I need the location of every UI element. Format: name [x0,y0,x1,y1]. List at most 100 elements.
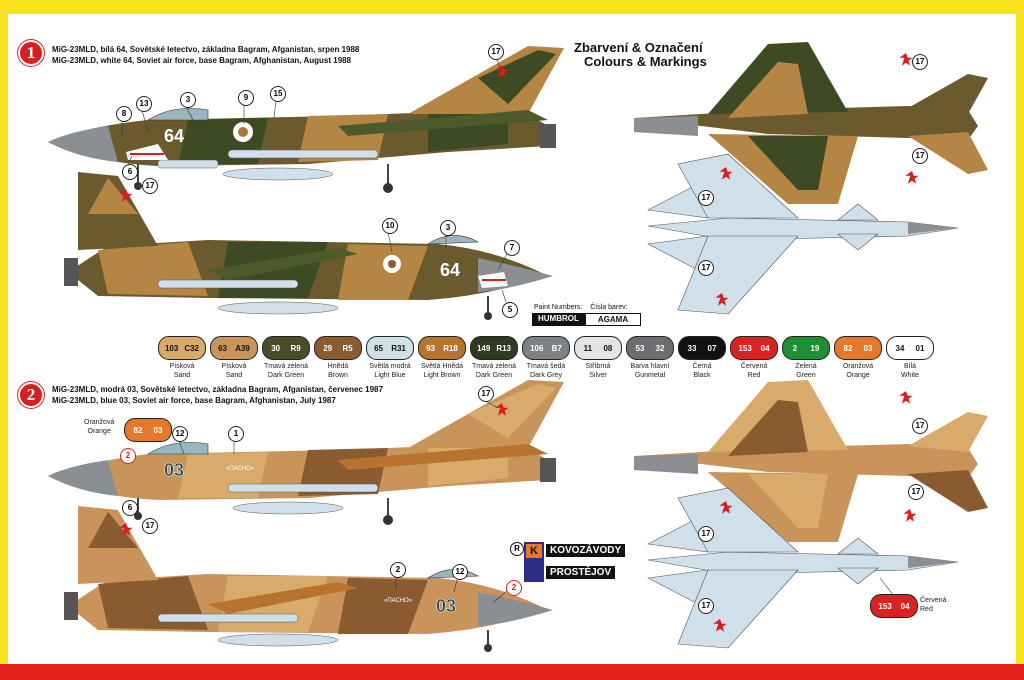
red-mark-en: Red [920,606,933,613]
paint-humbrol-number: 11 [583,343,593,353]
paint-name-cz: Hnědá [327,363,349,370]
paint-agama-number: B7 [551,343,562,353]
paint-agama-number: R13 [496,343,511,353]
paint-agama-number: R18 [443,343,458,353]
orange-chip-humbrol: 82 [133,425,143,435]
callout-6b: 6 [122,500,138,516]
red-chip: 153 04 [870,594,918,618]
red-chip-agama: 04 [900,601,910,611]
paint-name-cz: Písková [221,363,247,370]
paint-agama-number: 03 [863,343,873,353]
paint-numbers-label-cz: Čísla barev: [590,304,628,311]
paint-name-cz: Písková [169,363,195,370]
paint-name-en: Green [796,372,816,379]
paint-agama-number: 01 [915,343,925,353]
paint-name-en: Dark Grey [530,372,562,379]
registered-mark: R [510,542,524,556]
orange-chip-agama: 03 [153,425,163,435]
paint-chip: 93 R18 [418,336,466,360]
orange-mark-cz: Oranžová [84,419,115,426]
paint-name-cz: Oranžová [842,363,874,370]
callout-2-red-b: 2 [506,580,522,596]
scheme1-profile-right: 64 [64,172,553,320]
paint-humbrol-number: 34 [895,343,905,353]
paint-agama-number: 07 [707,343,717,353]
logo-line2: PROSTĚJOV [546,566,616,579]
scheme1-top-view [634,42,988,204]
scheme2-bottom-view [647,487,959,649]
kovozavody-logo: R K KOVOZÁVODY PROSTĚJOV [510,542,634,588]
paint-agama-number: 08 [603,343,613,353]
paint-name-en: Silver [589,372,607,379]
scheme2-badge: 2 [18,382,44,408]
paint-chip: 34 01 [886,336,934,360]
paint-name-cz: Tmavá zelená [264,363,308,370]
scheme1-caption-cz: MiG-23MLD, bílá 64, Sovětské letectvo, z… [52,45,360,54]
colours-heading-cz: Zbarvení & Označení [574,40,703,55]
callout-10: 10 [382,218,398,234]
tail-number-03b: 03 [436,596,456,616]
scheme2-profile-right: 03 «ПАСНО» [64,506,553,652]
paint-humbrol-number: 106 [530,343,544,353]
orange-mark: Oranžová Orange [84,416,114,436]
callout-17l: 17 [698,598,714,614]
paint-name-en: Light Blue [374,372,406,379]
callout-17b: 17 [142,178,158,194]
callout-1: 1 [228,426,244,442]
bottom-red-strip [0,664,1024,680]
paint-name-en: Sand [173,372,191,379]
scheme1-badge: 1 [18,40,44,66]
brand-agama: AGAMA [584,313,642,326]
paint-name-en: Dark Green [475,372,513,379]
callout-17g: 17 [478,386,494,402]
paint-agama-number: R31 [391,343,406,353]
paint-name-cz: Světlá modrá [369,363,411,370]
callout-7: 7 [504,240,520,256]
paint-name-cz: Zelená [795,363,817,370]
scheme2-top-view [634,380,988,542]
callout-6: 6 [122,164,138,180]
brand-humbrol: HUMBROL [532,313,585,326]
callout-8: 8 [116,106,132,122]
paint-humbrol-number: 93 [426,343,435,353]
callout-17c: 17 [912,54,928,70]
paint-humbrol-number: 53 [635,343,645,353]
paint-chip: 53 32 [626,336,674,360]
paint-humbrol-number: 63 [218,343,227,353]
callout-3b: 3 [440,220,456,236]
paint-numbers-label-en: Paint Numbers: [534,304,583,311]
paint-humbrol-number: 153 [738,343,752,353]
paint-name-cz: Barva hlavní [630,363,670,370]
paint-name-cz: Tmavá šedá [526,363,566,370]
paint-name-en: White [901,372,919,379]
paint-name-cz: Světlá Hnědá [420,363,464,370]
callout-17: 17 [488,44,504,60]
paint-name-cz: Stříbrná [585,363,611,370]
callout-2: 2 [390,562,406,578]
paint-name-cz: Červená [740,363,768,370]
orange-mark-en: Orange [87,428,111,435]
callout-13: 13 [136,96,152,112]
paint-agama-number: 32 [655,343,665,353]
paint-name-en: Light Brown [423,372,461,379]
tail-number-64a: 64 [164,126,184,146]
callout-17k: 17 [698,526,714,542]
paint-name-en: Brown [328,372,348,379]
paint-name-cz: Tmavá zelená [472,363,516,370]
